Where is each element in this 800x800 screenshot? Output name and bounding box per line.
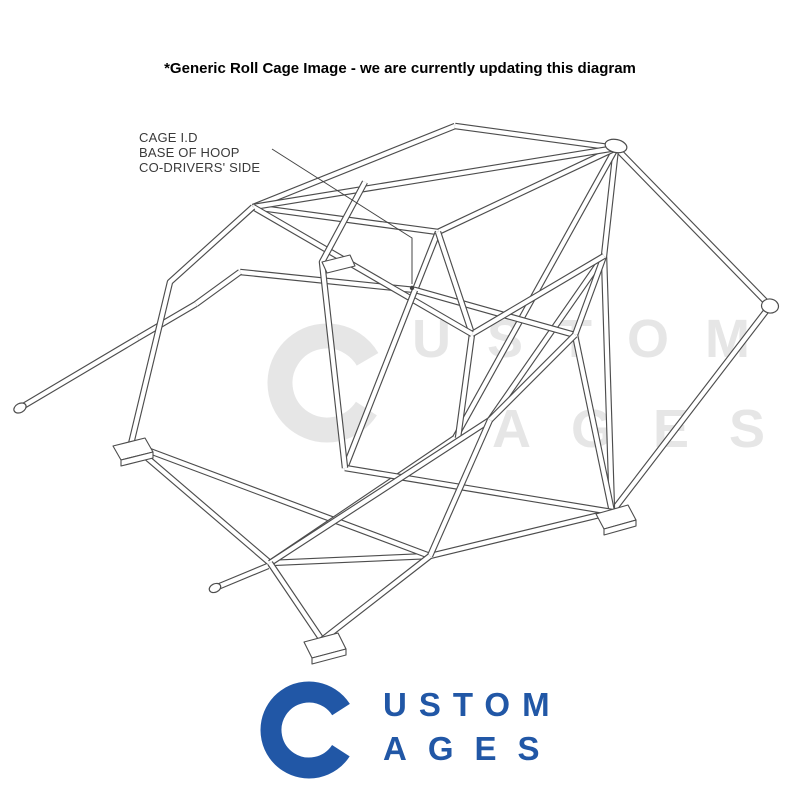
logo-text-row1: USTOM [383, 686, 562, 723]
cage-details [13, 138, 780, 665]
tube-end-cap [604, 138, 628, 154]
tube-end-cap [13, 402, 27, 414]
annotation-line-1: CAGE I.D [139, 130, 198, 145]
header-notice: *Generic Roll Cage Image - we are curren… [164, 60, 636, 77]
annotation-line-2: BASE OF HOOP [139, 145, 240, 160]
mounting-foot [311, 648, 347, 665]
cage-tubes [18, 122, 773, 643]
logo-c-icon [260, 681, 358, 779]
tube-end-cap [208, 582, 222, 594]
annotation-line-3: CO-DRIVERS' SIDE [139, 160, 261, 175]
leader-line [271, 148, 413, 284]
annotation-label: CAGE I.D BASE OF HOOP CO-DRIVERS' SIDE [139, 130, 260, 175]
logo-text-row2: AGES [383, 730, 561, 767]
gusset-plate [321, 254, 356, 274]
mounting-foot [120, 451, 154, 467]
brand-logo: USTOM AGES [245, 678, 575, 782]
tube-end-cap [760, 298, 780, 314]
mounting-foot [603, 519, 637, 536]
watermark-text-row2: AGES [492, 399, 800, 459]
annotation-dot [409, 285, 415, 291]
